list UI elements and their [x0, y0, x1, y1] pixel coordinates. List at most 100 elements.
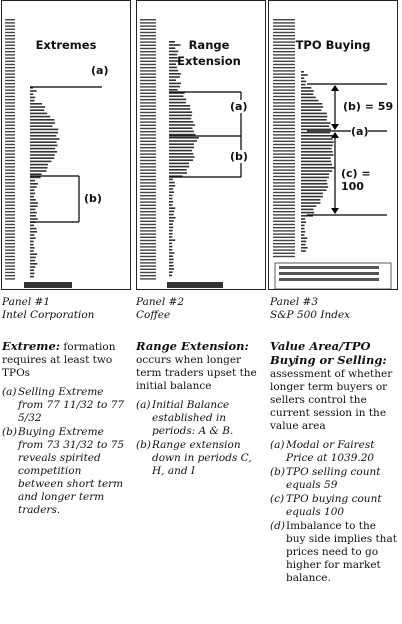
price-tick [273, 115, 295, 117]
profile-row [169, 137, 199, 139]
price-tick [273, 44, 295, 46]
price-tick [5, 124, 15, 126]
profile-row [169, 239, 176, 241]
price-tick [140, 57, 156, 59]
profile-row [30, 96, 36, 99]
price-tick [273, 83, 295, 85]
price-tick [273, 175, 295, 178]
item-text: Selling Extreme from 77 11/32 to 77 5/32 [18, 386, 125, 424]
price-tick [140, 31, 156, 34]
profile-row [30, 151, 58, 153]
list-item: (a)Modal or Fairest Price at 1039.20 [270, 439, 398, 465]
profile-row [169, 53, 178, 56]
price-tick [273, 95, 295, 98]
profile-row [301, 215, 313, 217]
price-tick [5, 259, 15, 261]
price-tick [5, 121, 15, 123]
price-tick [5, 134, 15, 136]
profile-row [169, 178, 173, 181]
profile-row [30, 157, 55, 159]
price-tick [273, 79, 295, 82]
price-tick [5, 159, 15, 162]
profile-row [301, 96, 316, 99]
profile-row [169, 41, 175, 43]
price-tick [273, 22, 295, 24]
profile-row [169, 127, 193, 129]
profile-row [30, 240, 34, 243]
price-tick [5, 236, 15, 238]
panel-1-label-a: (a) [91, 64, 109, 77]
price-tick [140, 76, 156, 78]
price-tick [273, 124, 295, 126]
profile-row [169, 111, 193, 113]
price-tick [273, 105, 295, 107]
price-tick [5, 201, 15, 203]
price-tick [140, 191, 156, 194]
profile-row [169, 181, 175, 184]
price-tick [273, 166, 295, 168]
profile-row [30, 176, 41, 179]
price-tick [273, 198, 295, 200]
price-tick [273, 57, 295, 59]
profile-row [30, 211, 37, 214]
item-text: Buying Extreme from 73 31/32 to 75 revea… [18, 426, 125, 516]
profile-row [30, 237, 36, 239]
price-tick [273, 86, 295, 88]
price-tick [140, 143, 156, 146]
profile-row [169, 226, 174, 229]
price-tick [273, 252, 295, 254]
profile-row [169, 130, 194, 133]
price-tick [140, 268, 156, 270]
price-tick [140, 169, 156, 171]
price-tick [273, 51, 295, 53]
list-item: (a)Initial Balance established in period… [136, 399, 264, 438]
price-tick [140, 70, 156, 72]
price-tick [140, 86, 156, 88]
price-tick [273, 121, 295, 123]
item-text: Initial Balance established in periods: … [152, 399, 234, 437]
price-tick [5, 67, 15, 69]
price-tick [140, 217, 156, 219]
panel-3-heading: Value Area/TPO Buying or Selling: [270, 339, 387, 367]
panel-2-description: Range Extension: occurs when longer term… [136, 340, 264, 479]
price-tick [273, 255, 295, 258]
price-tick [140, 134, 156, 136]
price-tick [5, 127, 15, 130]
price-tick [5, 76, 15, 78]
price-tick [5, 214, 15, 216]
profile-row [301, 205, 317, 207]
panel-1-profile [5, 19, 102, 288]
panel-1-heading: Extreme: [2, 339, 61, 353]
price-tick [140, 19, 156, 21]
profile-row [301, 202, 321, 204]
price-tick [140, 131, 156, 133]
price-tick [5, 230, 15, 232]
profile-row [30, 243, 34, 246]
price-tick [5, 227, 15, 229]
profile-row [301, 160, 332, 163]
profile-row [30, 109, 45, 111]
profile-row [169, 47, 176, 49]
panel-1-description: Extreme: formation requires at least two… [2, 340, 128, 518]
panel-3-chart: TPO Buying (b) = 59 (a) (c) = 100 [268, 0, 398, 290]
profile-row [30, 90, 37, 92]
profile-row [30, 224, 35, 227]
price-tick [140, 127, 156, 130]
profile-row [169, 220, 174, 222]
profile-row [301, 147, 332, 150]
price-tick [273, 147, 295, 149]
profile-row [301, 176, 329, 179]
price-tick [140, 246, 156, 248]
item-key: (a) [2, 386, 17, 398]
profile-row [301, 135, 334, 137]
profile-row [301, 99, 319, 102]
price-tick [5, 22, 15, 24]
list-item: (a)Selling Extreme from 77 11/32 to 77 5… [2, 386, 128, 425]
price-tick [5, 105, 15, 107]
panel-2-intro: occurs when longer term traders upset th… [136, 354, 257, 392]
profile-row [301, 154, 334, 156]
price-tick [273, 47, 295, 50]
profile-row [30, 247, 35, 249]
profile-row [30, 195, 35, 198]
price-tick [273, 99, 295, 101]
